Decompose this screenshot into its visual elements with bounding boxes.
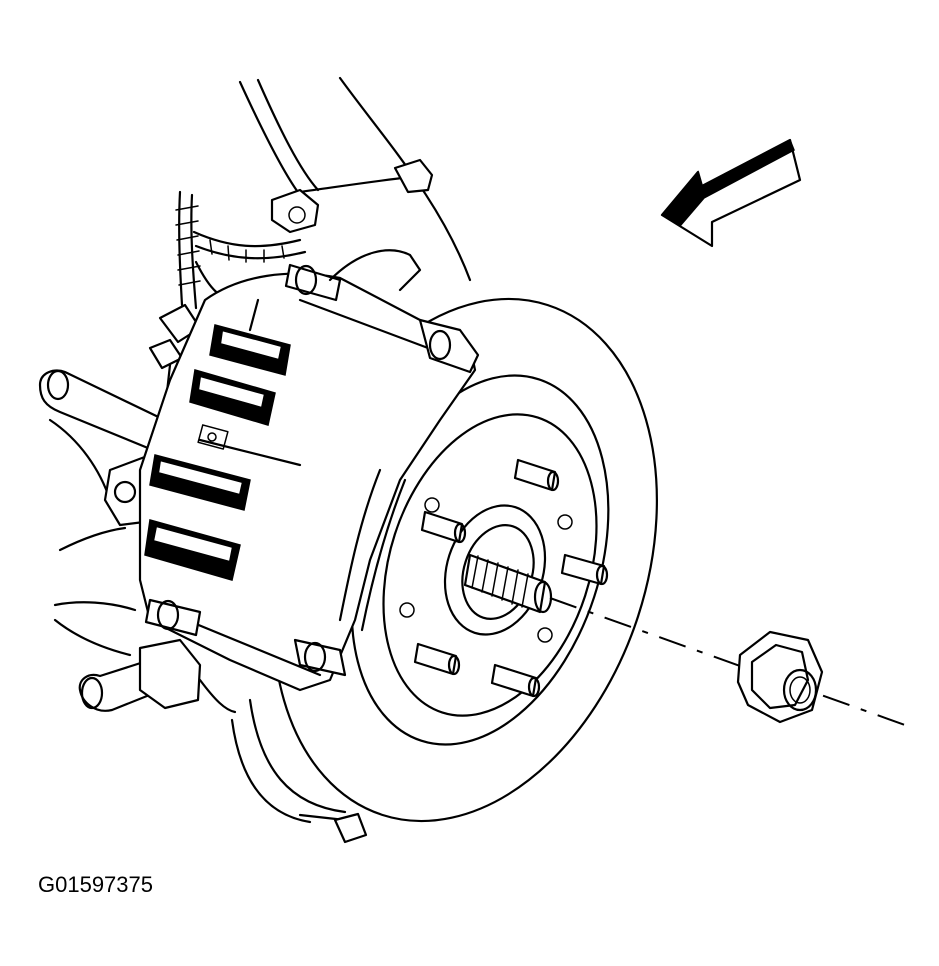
hub-nut: [736, 630, 824, 724]
strut-upper-arm: [238, 76, 472, 282]
hub-spindle: [463, 553, 553, 614]
brake-caliper: [138, 249, 480, 692]
axle-centerline: [549, 597, 906, 726]
lower-ball-joint: [78, 638, 237, 714]
figure-id-label: G01597375: [38, 872, 153, 897]
rotor-lower-detail: [333, 812, 368, 844]
wheel-studs: [413, 458, 609, 698]
direction-arrow-icon: [660, 138, 802, 248]
